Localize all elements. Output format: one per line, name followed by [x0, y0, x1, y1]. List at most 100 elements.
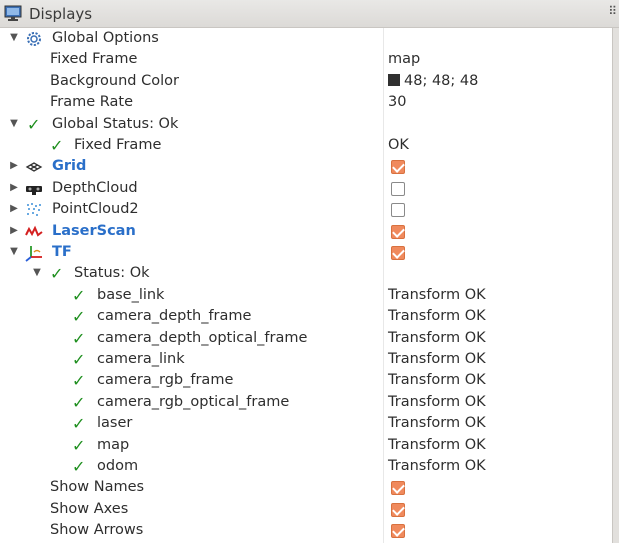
tree-row-frame[interactable]: ✓ odom Transform OK	[0, 457, 612, 478]
frame-status: Transform OK	[388, 329, 486, 346]
tree-row-depthcloud[interactable]: ▶ DepthCloud	[0, 179, 612, 200]
property-label: Show Names	[50, 479, 145, 496]
column-separator	[383, 28, 384, 543]
pointcloud2-enabled-checkbox[interactable]	[391, 203, 405, 218]
frame-label: camera_depth_frame	[97, 308, 252, 325]
tree-label: PointCloud2	[52, 201, 139, 218]
check-icon: ✓	[72, 350, 86, 369]
tree-row-show-axes[interactable]: Show Axes	[0, 500, 612, 521]
check-icon: ✓	[72, 435, 86, 455]
frame-status: Transform OK	[388, 372, 486, 389]
tree-row-frame-rate[interactable]: Frame Rate 30	[0, 93, 612, 114]
tree-label: Global Status: Ok	[52, 115, 179, 132]
expand-arrow-icon[interactable]: ▼	[10, 117, 18, 129]
expand-arrow-icon[interactable]: ▶	[10, 224, 18, 236]
status-value: OK	[388, 137, 409, 153]
frame-status: Transform OK	[388, 286, 486, 303]
panel-float-button[interactable]: ⠿	[608, 4, 617, 18]
expand-arrow-icon[interactable]: ▼	[33, 267, 41, 279]
tree-row-tf[interactable]: ▼ TF	[0, 243, 612, 264]
tree-row-frame[interactable]: ✓ camera_rgb_frame Transform OK	[0, 371, 612, 392]
frame-label: odom	[97, 458, 139, 474]
check-icon: ✓	[72, 414, 86, 434]
expand-arrow-icon[interactable]: ▶	[10, 181, 18, 193]
expand-arrow-icon[interactable]: ▼	[10, 32, 18, 43]
expand-arrow-icon[interactable]: ▶	[10, 203, 18, 215]
tree-row-frame[interactable]: ✓ camera_depth_optical_frame Transform O…	[0, 329, 612, 350]
vertical-scrollbar[interactable]	[612, 28, 619, 543]
tree-label: LaserScan	[52, 222, 136, 239]
check-icon: ✓	[50, 264, 64, 284]
grid-enabled-checkbox[interactable]	[391, 160, 405, 175]
tf-axes-icon	[25, 246, 42, 262]
fixed-frame-value[interactable]: map	[388, 51, 421, 68]
frame-label: camera_depth_optical_frame	[97, 329, 308, 346]
frame-label: camera_rgb_optical_frame	[97, 393, 290, 410]
laserscan-icon	[25, 225, 43, 237]
tree-row-frame[interactable]: ✓ base_link Transform OK	[0, 286, 612, 307]
tree-row-status-fixed-frame[interactable]: ✓ Fixed Frame OK	[0, 136, 612, 157]
frame-label: base_link	[97, 286, 165, 303]
pointcloud-icon	[27, 203, 41, 217]
property-label: Fixed Frame	[50, 51, 138, 68]
frame-status: Transform OK	[388, 308, 486, 325]
expand-arrow-icon[interactable]: ▼	[10, 246, 18, 257]
check-icon: ✓	[72, 328, 86, 348]
tree-row-grid[interactable]: ▶ Grid	[0, 157, 612, 178]
check-icon: ✓	[72, 307, 86, 327]
check-icon: ✓	[72, 392, 86, 412]
color-text: 48; 48; 48	[404, 72, 479, 89]
frame-label: laser	[97, 415, 133, 432]
tree-row-fixed-frame[interactable]: Fixed Frame map	[0, 50, 612, 71]
tree-row-laserscan[interactable]: ▶ LaserScan	[0, 222, 612, 243]
monitor-icon	[4, 5, 22, 21]
property-label: Frame Rate	[50, 94, 134, 111]
depthcloud-enabled-checkbox[interactable]	[391, 181, 405, 196]
tree-label: Global Options	[52, 30, 159, 46]
frame-label: map	[97, 436, 130, 453]
tree-label: Fixed Frame	[74, 137, 162, 153]
tree-row-pointcloud2[interactable]: ▶ PointCloud2	[0, 200, 612, 221]
tree-label: Grid	[52, 158, 87, 175]
tree-row-frame[interactable]: ✓ camera_depth_frame Transform OK	[0, 307, 612, 328]
tree-label: TF	[52, 244, 72, 260]
depth-camera-icon	[26, 185, 42, 195]
tree-row-global-options[interactable]: ▼ Global Options	[0, 29, 612, 50]
tree-row-background-color[interactable]: Background Color 48; 48; 48	[0, 72, 612, 93]
tf-enabled-checkbox[interactable]	[391, 246, 405, 260]
tree-label: DepthCloud	[52, 179, 138, 196]
check-icon: ✓	[72, 457, 86, 476]
check-icon: ✓	[72, 371, 86, 391]
tree-row-frame[interactable]: ✓ laser Transform OK	[0, 414, 612, 435]
show-arrows-checkbox[interactable]	[391, 524, 405, 539]
property-label: Background Color	[50, 72, 179, 89]
check-icon: ✓	[72, 285, 86, 305]
property-label: Show Axes	[50, 500, 129, 517]
grid-icon	[25, 162, 43, 173]
show-names-checkbox[interactable]	[391, 481, 405, 496]
show-axes-checkbox[interactable]	[391, 502, 405, 517]
tree-row-global-status[interactable]: ▼ ✓ Global Status: Ok	[0, 115, 612, 136]
check-icon: ✓	[50, 136, 64, 155]
tree-row-frame[interactable]: ✓ camera_rgb_optical_frame Transform OK	[0, 393, 612, 414]
frame-label: camera_rgb_frame	[97, 372, 234, 389]
color-swatch[interactable]	[388, 73, 400, 86]
laserscan-enabled-checkbox[interactable]	[391, 224, 405, 239]
tree-row-frame[interactable]: ✓ map Transform OK	[0, 436, 612, 457]
property-label: Show Arrows	[50, 522, 144, 539]
displays-tree[interactable]	[0, 28, 612, 543]
tree-row-show-names[interactable]: Show Names	[0, 478, 612, 499]
frame-status: Transform OK	[388, 458, 486, 474]
gear-icon	[27, 32, 41, 46]
background-color-value[interactable]: 48; 48; 48	[388, 73, 478, 89]
frame-status: Transform OK	[388, 393, 486, 410]
tree-row-show-arrows[interactable]: Show Arrows	[0, 521, 612, 542]
frame-rate-value[interactable]: 30	[388, 94, 407, 111]
tree-row-frame[interactable]: ✓ camera_link Transform OK	[0, 350, 612, 371]
frame-status: Transform OK	[388, 436, 486, 453]
check-icon: ✓	[27, 114, 41, 134]
expand-arrow-icon[interactable]: ▶	[10, 160, 18, 172]
tree-row-tf-status[interactable]: ▼ ✓ Status: Ok	[0, 264, 612, 285]
panel-title: Displays	[29, 5, 93, 23]
tree-label: Status: Ok	[74, 265, 150, 282]
